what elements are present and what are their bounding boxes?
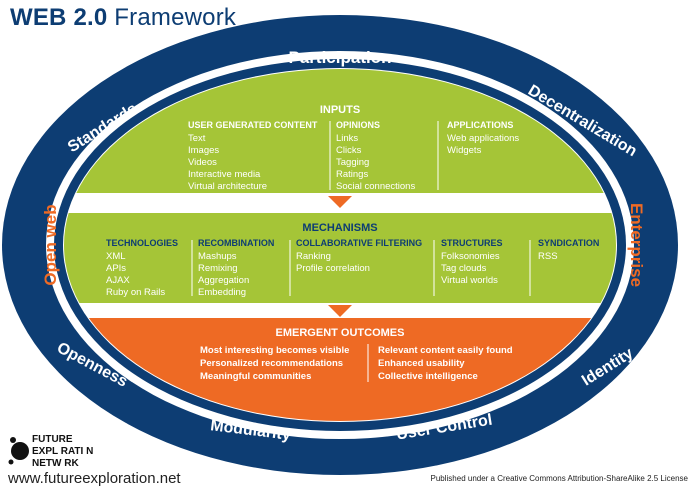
inputs-item: Widgets	[447, 145, 482, 156]
mechanisms-item: AJAX	[106, 275, 130, 286]
inputs-column-opinions: OPINIONS Links Clicks Tagging Ratings So…	[336, 120, 415, 192]
mechanisms-heading: MECHANISMS	[302, 222, 377, 234]
outcome-item: Personalized recommendations	[200, 358, 343, 369]
ring-label-participation: Participation	[289, 48, 392, 67]
arrow-down-icon	[328, 305, 352, 317]
logo-line: EXPL RATI N	[32, 446, 93, 457]
mechanisms-column-heading: SYNDICATION	[538, 238, 599, 248]
inputs-item: Virtual architecture	[188, 181, 267, 192]
mechanisms-column-heading: STRUCTURES	[441, 238, 503, 248]
mechanisms-item: Mashups	[198, 251, 237, 262]
mechanisms-column-heading: TECHNOLOGIES	[106, 238, 178, 248]
inputs-column-heading: APPLICATIONS	[447, 120, 513, 130]
inputs-column-heading: USER GENERATED CONTENT	[188, 120, 318, 130]
mechanisms-column-structures: STRUCTURES Folksonomies Tag clouds Virtu…	[441, 238, 503, 286]
title-rest: Framework	[107, 4, 237, 31]
page-title: WEB 2.0 Framework	[10, 4, 236, 32]
mechanisms-column-heading: RECOMBINATION	[198, 238, 274, 248]
inputs-item: Links	[336, 133, 358, 144]
mechanisms-item: APIs	[106, 263, 126, 274]
title-bold: WEB 2.0	[10, 4, 108, 31]
inputs-item: Images	[188, 145, 219, 156]
inputs-item: Text	[188, 133, 206, 144]
mechanisms-column-technologies: TECHNOLOGIES XML APIs AJAX Ruby on Rails	[106, 238, 178, 298]
license-note: Published under a Creative Commons Attri…	[430, 474, 688, 483]
inputs-item: Social connections	[336, 181, 415, 192]
mechanisms-item: RSS	[538, 251, 558, 262]
arrow-down-icon	[328, 196, 352, 208]
logo: FUTURE EXPL RATI N NETW RK	[8, 432, 138, 472]
outcome-item: Meaningful communities	[200, 371, 311, 382]
inputs-heading: INPUTS	[320, 104, 360, 116]
mechanisms-item: Virtual worlds	[441, 275, 498, 286]
logo-mark-icon: FUTURE EXPL RATI N NETW RK	[8, 434, 93, 469]
mechanisms-item: Aggregation	[198, 275, 249, 286]
inputs-item: Web applications	[447, 133, 519, 144]
mechanisms-item: Tag clouds	[441, 263, 487, 274]
outcome-item: Relevant content easily found	[378, 345, 513, 356]
mechanisms-column-syndication: SYNDICATION RSS	[538, 238, 599, 262]
inputs-column-heading: OPINIONS	[336, 120, 380, 130]
outcome-item: Collective intelligence	[378, 371, 478, 382]
ring-label-open-web: Open web	[41, 204, 60, 285]
logo-line: NETW RK	[32, 458, 79, 469]
inputs-item: Clicks	[336, 145, 362, 156]
inputs-item: Interactive media	[188, 169, 261, 180]
inputs-column-ugc: USER GENERATED CONTENT Text Images Video…	[188, 120, 318, 192]
site-url: www.futureexploration.net	[8, 470, 181, 487]
inputs-column-applications: APPLICATIONS Web applications Widgets	[447, 120, 519, 156]
mechanisms-item: XML	[106, 251, 126, 262]
inputs-item: Ratings	[336, 169, 368, 180]
logo-line: FUTURE	[32, 434, 73, 445]
outcome-item: Most interesting becomes visible	[200, 345, 349, 356]
inputs-item: Videos	[188, 157, 217, 168]
mechanisms-item: Ruby on Rails	[106, 287, 165, 298]
mechanisms-column-heading: COLLABORATIVE FILTERING	[296, 238, 422, 248]
mechanisms-column-collaborative-filtering: COLLABORATIVE FILTERING Ranking Profile …	[296, 238, 422, 274]
mechanisms-item: Profile correlation	[296, 263, 370, 274]
outcomes-heading: EMERGENT OUTCOMES	[276, 327, 405, 339]
mechanisms-item: Remixing	[198, 263, 238, 274]
mechanisms-item: Embedding	[198, 287, 246, 298]
mechanisms-item: Ranking	[296, 251, 331, 262]
inputs-item: Tagging	[336, 157, 369, 168]
outcome-item: Enhanced usability	[378, 358, 465, 369]
mechanisms-column-recombination: RECOMBINATION Mashups Remixing Aggregati…	[198, 238, 274, 298]
ring-label-enterprise: Enterprise	[627, 203, 646, 287]
mechanisms-item: Folksonomies	[441, 251, 500, 262]
mechanisms-band	[64, 213, 616, 303]
